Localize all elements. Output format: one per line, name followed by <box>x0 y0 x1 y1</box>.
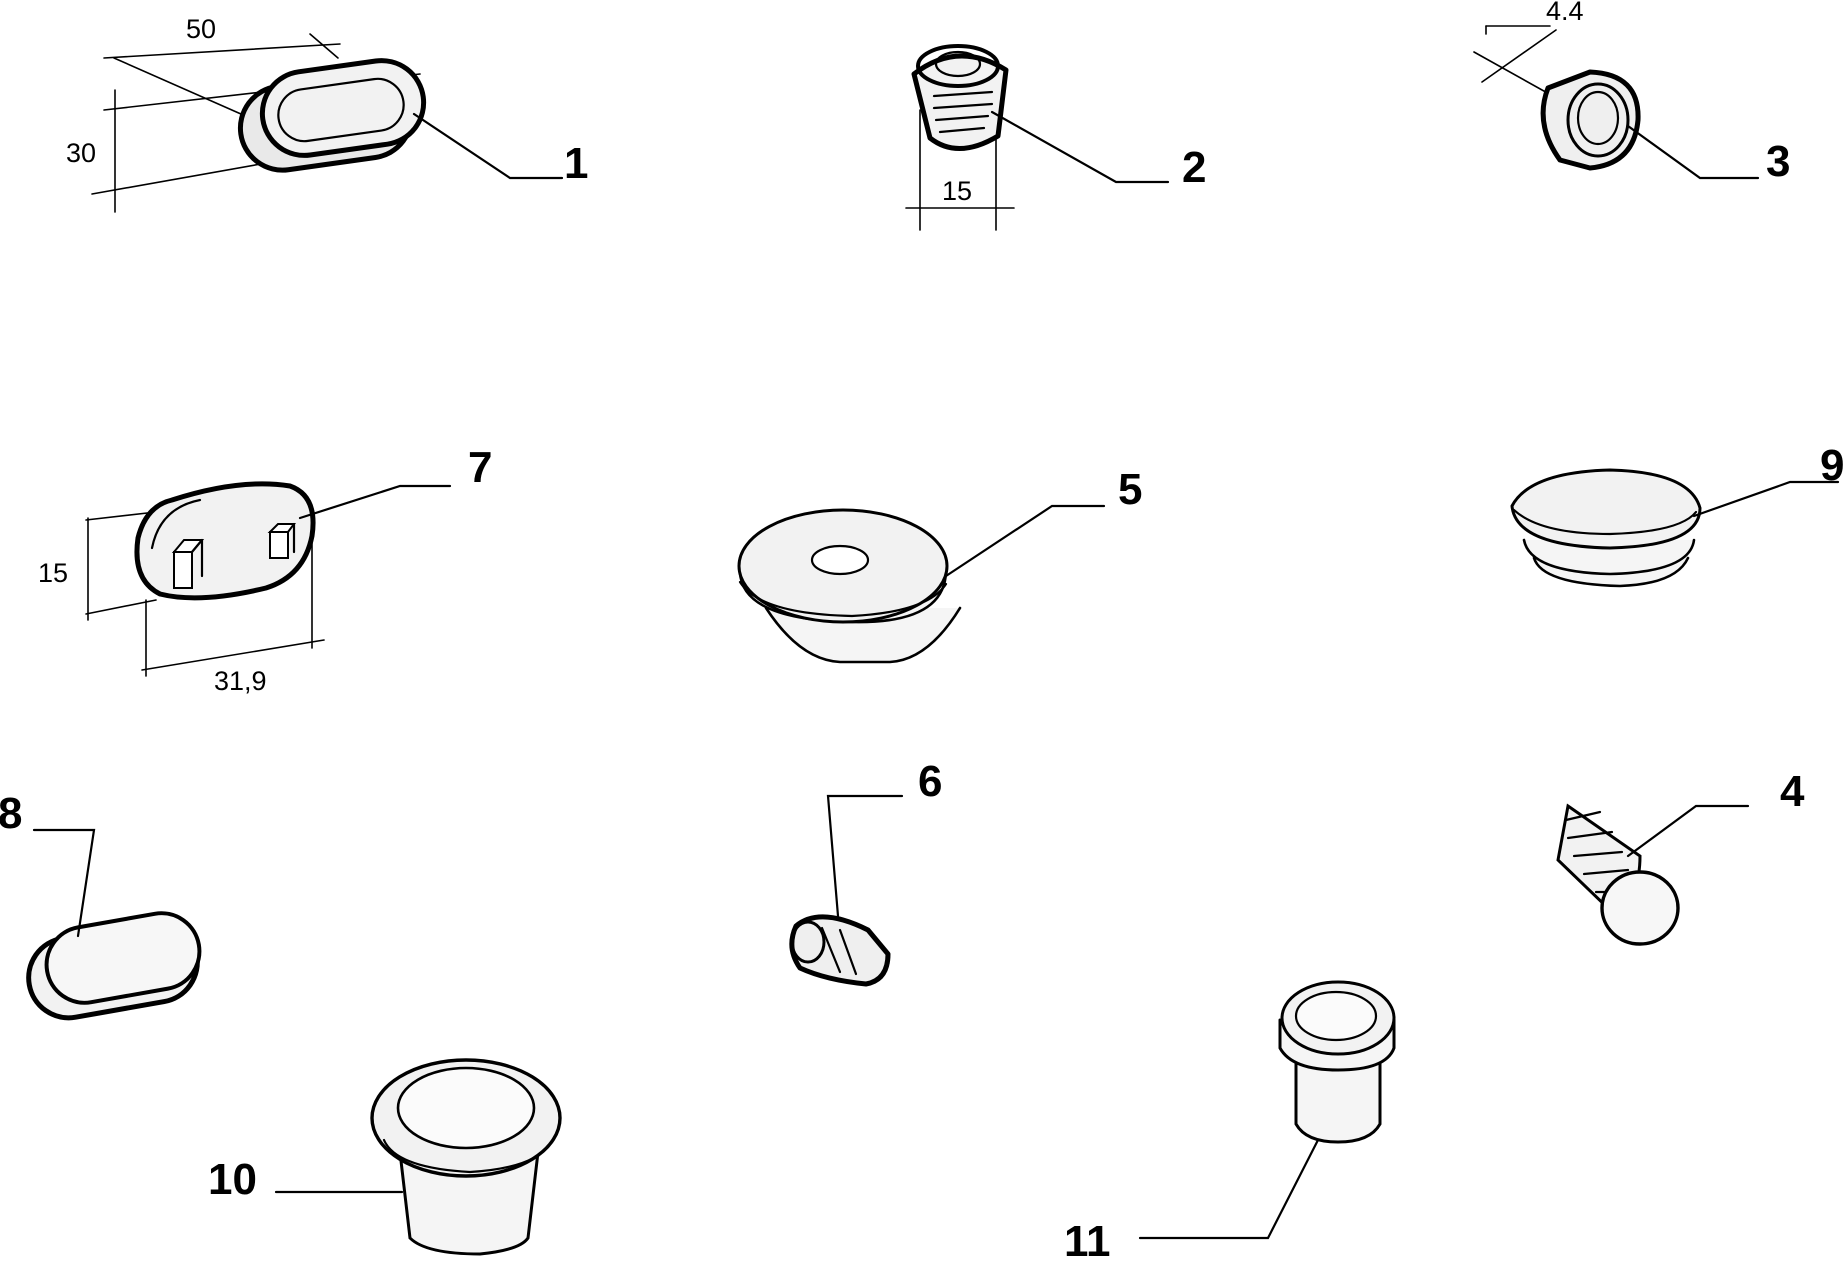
part-2-drawing <box>905 44 1170 231</box>
dimension-part3-diameter: 4.4 <box>1546 0 1584 26</box>
part-10-drawing <box>274 1058 562 1256</box>
dimension-part1-height: 30 <box>66 138 96 168</box>
dimension-part1-width: 50 <box>186 14 216 44</box>
part-label-6: 6 <box>918 757 942 806</box>
part-label-11: 11 <box>1064 1217 1111 1266</box>
part-7-drawing <box>85 481 452 677</box>
part-label-1: 1 <box>564 139 588 188</box>
part-11-drawing <box>1138 980 1396 1240</box>
part-label-3: 3 <box>1766 137 1790 186</box>
part-3-drawing <box>1473 25 1760 180</box>
part-label-5: 5 <box>1118 465 1142 514</box>
part-5-drawing <box>737 504 1106 664</box>
dimension-part2-diameter: 15 <box>942 176 972 206</box>
part-label-2: 2 <box>1182 143 1206 192</box>
part-8-drawing <box>26 828 202 1021</box>
dimension-part7-width: 31,9 <box>214 666 267 696</box>
part-label-10: 10 <box>208 1155 257 1204</box>
part-9-drawing <box>1510 468 1840 588</box>
dimension-part7-height: 15 <box>38 558 68 588</box>
part-label-8: 8 <box>0 789 22 838</box>
part-4-drawing <box>1556 803 1750 946</box>
part-6-drawing <box>789 794 904 987</box>
part-label-9: 9 <box>1820 441 1844 490</box>
part-1-drawing <box>91 33 564 213</box>
part-label-4: 4 <box>1780 767 1805 816</box>
part-label-7: 7 <box>468 443 492 492</box>
